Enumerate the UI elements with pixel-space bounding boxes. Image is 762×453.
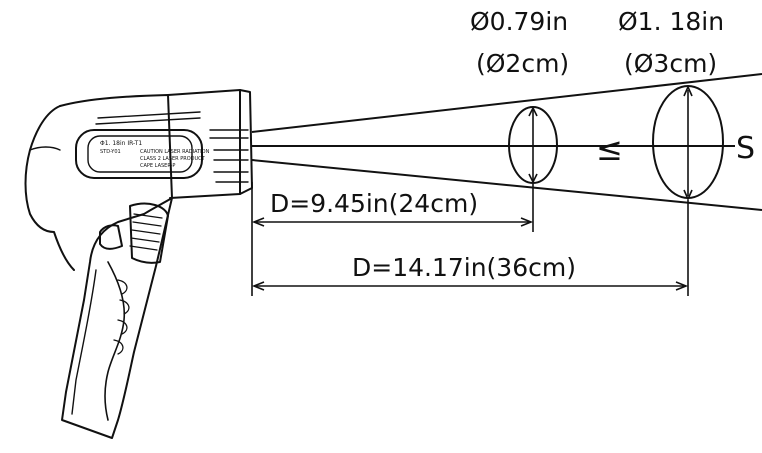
spot-letter: S xyxy=(736,131,755,166)
ratio-symbol: ≤ xyxy=(596,130,623,168)
spot-far-diameter-in: Ø1. 18in xyxy=(618,7,724,36)
svg-text:Φ1. 18in IR-T1: Φ1. 18in IR-T1 xyxy=(100,140,142,147)
cone-upper-edge xyxy=(251,73,762,133)
measurement-cone xyxy=(251,73,762,211)
cone-lower-edge xyxy=(251,159,762,211)
svg-text:CAPE LASER-P: CAPE LASER-P xyxy=(140,163,175,169)
trigger xyxy=(99,224,123,250)
spot-far-diameter-cm: (Ø3cm) xyxy=(624,49,717,78)
svg-text:STD-Y01: STD-Y01 xyxy=(100,149,121,155)
gun-nose xyxy=(167,89,253,199)
device-label-text: Φ1. 18in IR-T1 STD-Y01 CAUTION LASER RAD… xyxy=(100,140,210,169)
spot-near-diameter-in: Ø0.79in xyxy=(470,7,568,36)
display-panel xyxy=(75,129,203,179)
gun-body-outline xyxy=(59,94,173,439)
distance-near-label: D=9.45in(24cm) xyxy=(270,189,478,218)
grip-texture xyxy=(104,261,126,421)
dimension-lines xyxy=(251,182,689,296)
spot-near-diameter-cm: (Ø2cm) xyxy=(476,49,569,78)
thermometer-gun-illustration: Φ1. 18in IR-T1 STD-Y01 CAUTION LASER RAD… xyxy=(24,89,253,439)
svg-text:CAUTION LASER RADIATION: CAUTION LASER RADIATION xyxy=(140,149,210,155)
svg-text:CLASS 2 LASER PRODUCT: CLASS 2 LASER PRODUCT xyxy=(140,156,206,162)
distance-far-label: D=14.17in(36cm) xyxy=(352,253,576,282)
